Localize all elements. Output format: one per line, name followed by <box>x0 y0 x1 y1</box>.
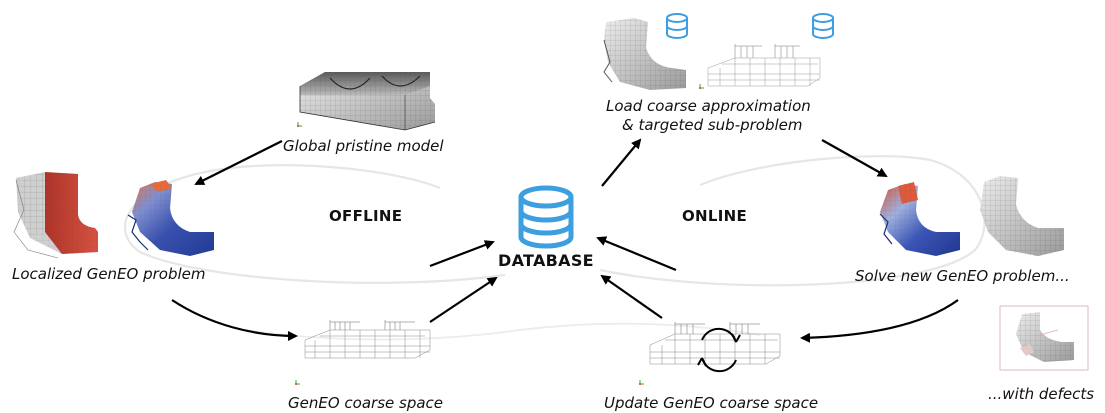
arrow-localized-to-database <box>429 240 495 268</box>
axes-glyph <box>297 122 302 127</box>
arrow-update-to-database <box>600 274 663 319</box>
coarse-space-label: GenEO coarse space <box>288 394 444 412</box>
database-label: DATABASE <box>498 251 594 270</box>
geneo-coarse-space-wireframe <box>304 320 431 359</box>
arrow-solve-to-update <box>800 299 959 343</box>
offline-loop <box>123 164 506 284</box>
defects-shape <box>1016 312 1074 362</box>
axes-glyph <box>295 380 300 385</box>
load-coarse-label-line1: Load coarse approximation <box>606 97 811 115</box>
global-pristine-model-shape <box>299 72 436 131</box>
bottom-loop <box>244 322 761 341</box>
solve-field-shape <box>879 182 960 256</box>
with-defects-label: ...with defects <box>988 385 1095 403</box>
offline-phase-label: OFFLINE <box>329 207 403 225</box>
arrow-database-to-load <box>601 138 642 187</box>
database-icon-small-1 <box>666 13 688 39</box>
database-icon <box>518 185 574 249</box>
localized-red-subdomain-shape <box>13 172 98 259</box>
localized-field-shape <box>127 180 214 256</box>
arrow-global-to-localized <box>194 140 283 185</box>
online-phase-label: ONLINE <box>682 207 748 225</box>
solve-mesh-shape <box>980 176 1064 256</box>
update-coarse-label: Update GenEO coarse space <box>604 394 819 412</box>
arrow-coarse-to-database <box>429 276 498 323</box>
localized-problem-label: Localized GenEO problem <box>12 265 206 283</box>
database-icon-small-2 <box>812 13 834 39</box>
global-model-label: Global pristine model <box>283 137 444 155</box>
refresh-icon <box>697 327 741 373</box>
load-coarse-label-line2: & targeted sub-problem <box>622 116 803 134</box>
update-coarse-wireframe <box>649 322 781 365</box>
loaded-subdomain-shape <box>603 18 686 90</box>
solve-new-label: Solve new GenEO problem... <box>855 267 1070 285</box>
loaded-coarse-wireframe <box>707 44 821 87</box>
online-loop <box>599 155 986 287</box>
axes-glyph <box>639 380 644 385</box>
arrow-solve-to-database <box>596 236 677 272</box>
axes-glyph <box>699 84 704 89</box>
arrow-localized-to-coarse <box>171 299 298 341</box>
arrow-load-to-solve <box>821 139 888 177</box>
